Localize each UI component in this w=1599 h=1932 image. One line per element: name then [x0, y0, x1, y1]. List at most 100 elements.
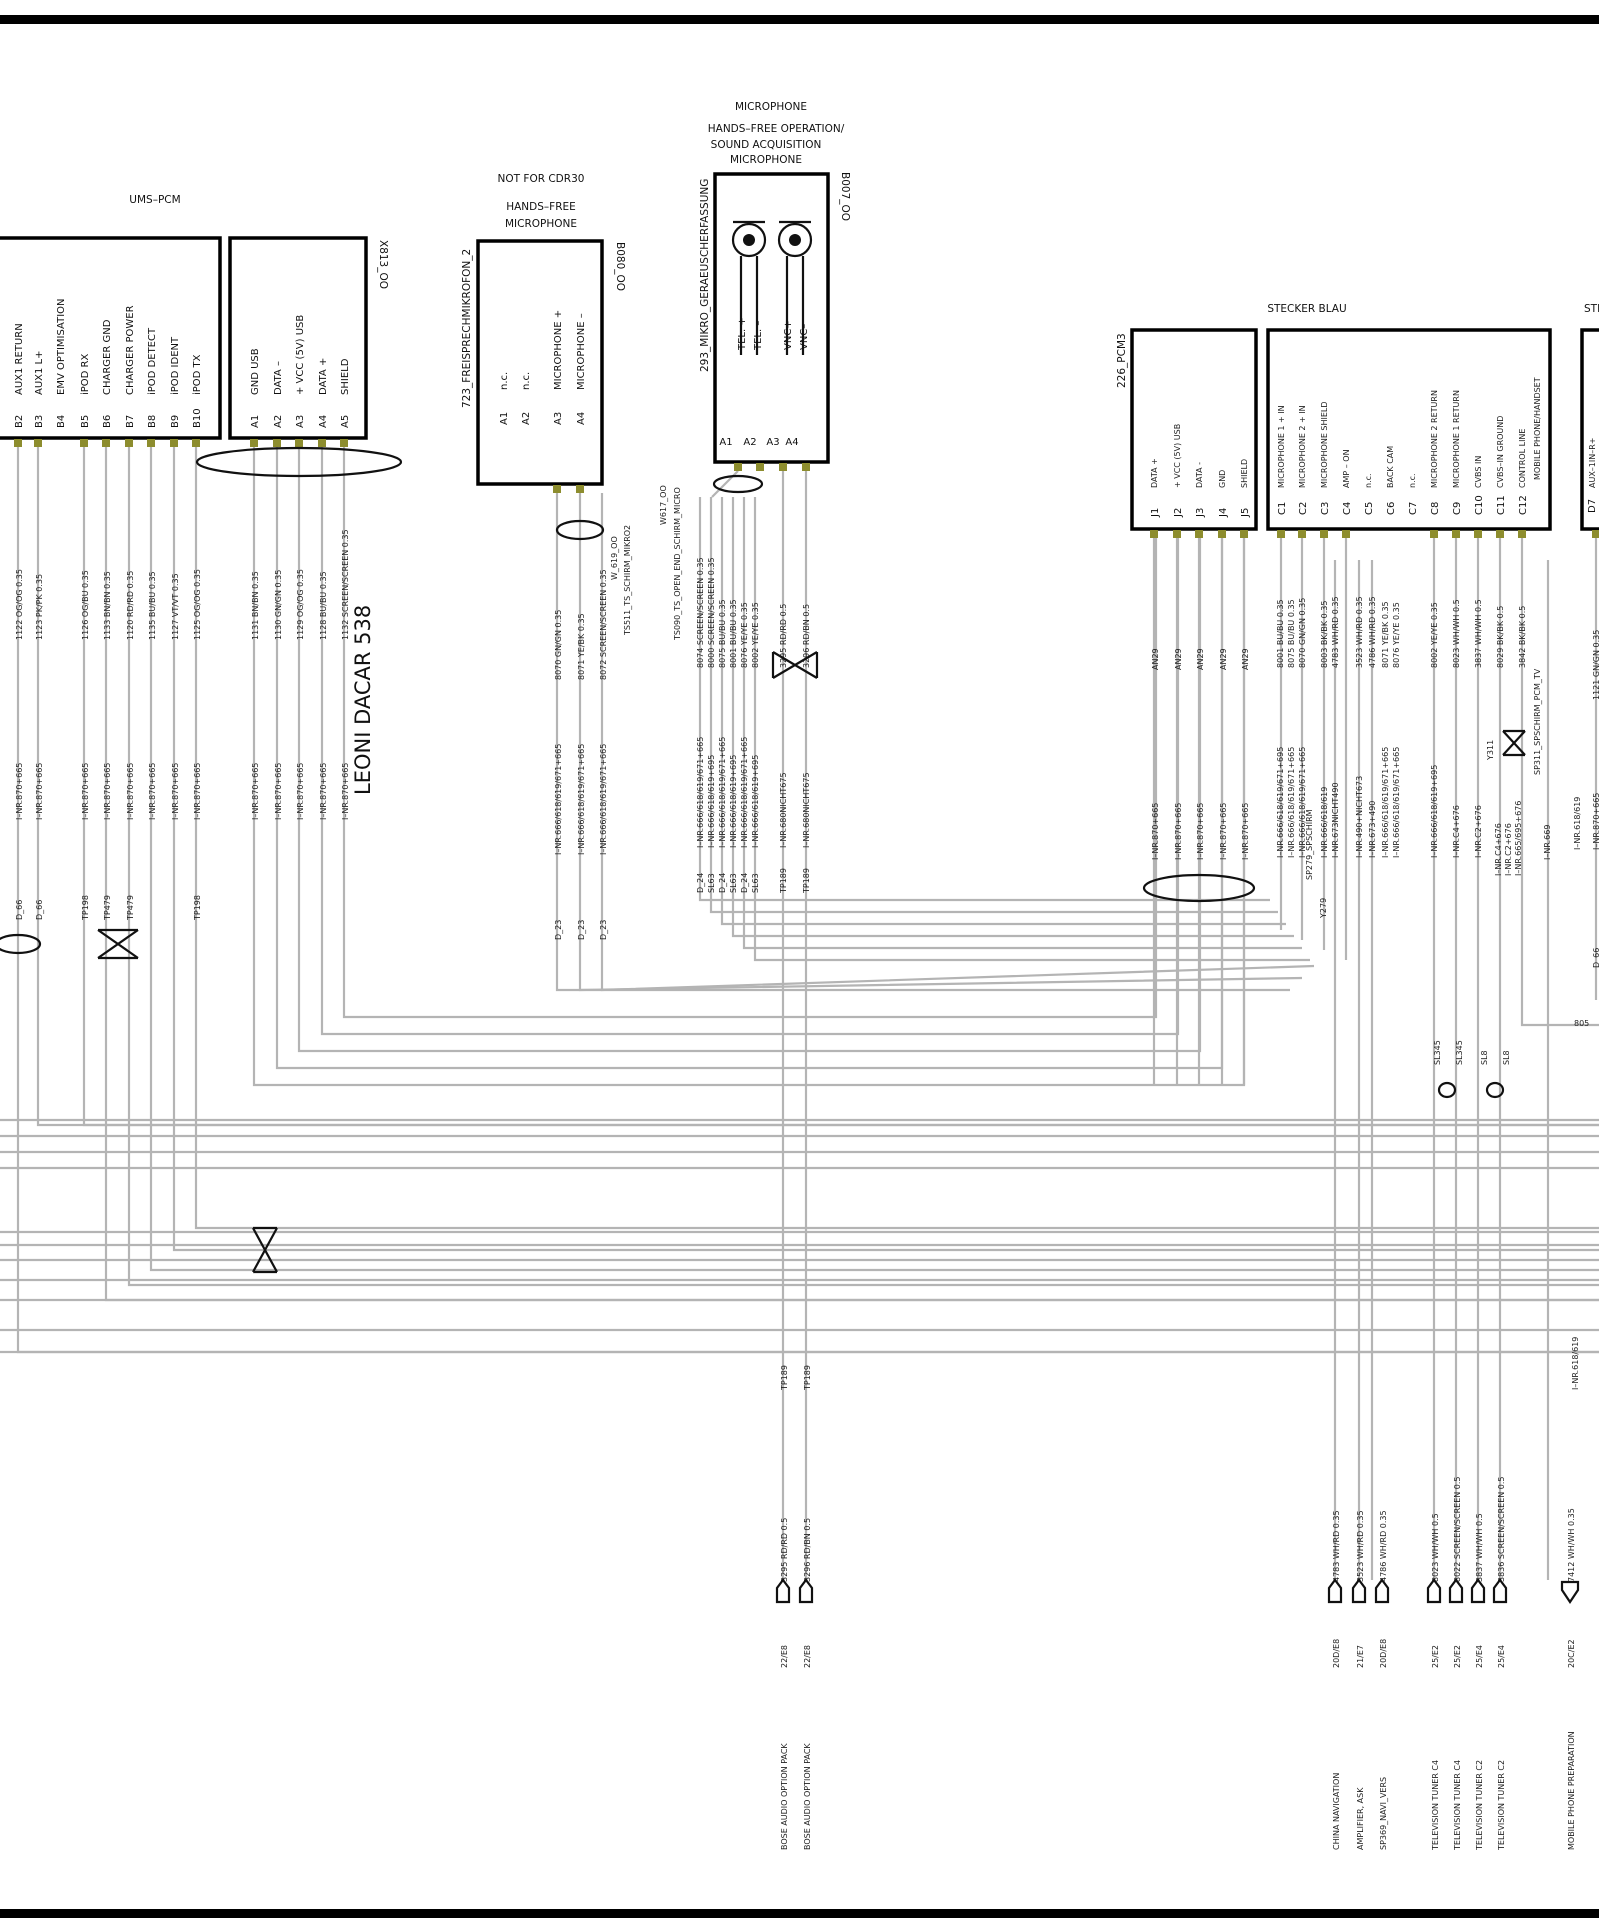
ums-right-pin-id: A2 [273, 415, 284, 428]
tp479-twist-icon [97, 928, 139, 960]
symbol-layer [0, 439, 1599, 1604]
pcm3-wire-code: AN29 [1219, 648, 1228, 670]
mic-trunk-wire [742, 497, 1302, 950]
ums-usb-wire [342, 447, 1158, 1019]
plug-connector-icon [1426, 1578, 1442, 1604]
ums-left-wire-nr: I–NR.870+665 [148, 763, 157, 820]
edge-title: STE [1584, 303, 1599, 315]
hfm-pin-id: A1 [499, 412, 510, 425]
pcm3-wire-code: AN29 [1241, 648, 1250, 670]
pcm3-pin-id: J3 [1195, 508, 1206, 518]
blau-pin-id: C9 [1452, 502, 1463, 515]
hfm-wire-code: 8071 YE/BK 0.35 [577, 613, 586, 680]
mic-wire-code: 8002 YE/YE 0.35 [751, 602, 760, 668]
ums-right-pin-label: DATA + [318, 358, 329, 395]
ums-left-pin-label: AUX1 RETURN [14, 323, 25, 395]
mic-pin-label: VNC+ [783, 320, 794, 350]
mic-trunk-wire [709, 497, 1278, 914]
blau-wire-nr: I–NR.666/618/619/671+665 [1287, 747, 1296, 858]
ums-left-terminal [14, 439, 22, 447]
mic-wire-tag: D_24 [718, 873, 727, 893]
ums-left-wire-tag: TP198 [193, 895, 202, 921]
top-border [0, 15, 1599, 24]
ums-right-terminal [250, 439, 258, 447]
ums-left-terminal [34, 439, 42, 447]
ums-left-pin-label: EMV OPTIMISATION [56, 298, 67, 395]
mic-wire-code: 3295 RD/RD 0.5 [779, 604, 788, 668]
edge-wire-cut: 805 [1574, 1019, 1589, 1028]
mic-box [713, 172, 830, 464]
ums-right-pin-id: A1 [250, 415, 261, 428]
blau-wire-code: 8071 YE/BK 0.35 [1381, 601, 1390, 668]
mic-wire-nr: I–NR.666/618/619+695 [707, 755, 716, 848]
ums-left-wire [172, 447, 1599, 1252]
harness-label: LEONI DACAR 538 [351, 605, 375, 795]
sl8-splice-icon [1485, 1081, 1505, 1099]
ums-right-pin-id: A5 [340, 415, 351, 428]
blau-pin-label: MICROPHONE 1 + IN [1277, 405, 1286, 488]
hfm-wire-code: 8072 SCREEN/SCREEN 0.35 [599, 569, 608, 680]
mic-twist-icon [771, 651, 819, 679]
ums-left-wire-tag: TP479 [103, 895, 112, 921]
ums-left-wire [127, 447, 1599, 1287]
ums-left-wire-nr: I–NR.870+665 [171, 763, 180, 820]
blau-pin-label: MICROPHONE 2 + IN [1298, 405, 1307, 488]
pcm3-terminal [1240, 530, 1248, 538]
mic-pin-id: A2 [743, 437, 756, 448]
hfm-pin-label: MICROPHONE – [576, 313, 587, 390]
hfm-pin-id: A2 [521, 412, 532, 425]
hfm-splice-tag: TS511_TS_SCHIRM_MIKRO2 [623, 525, 632, 636]
pcm3-wire-nr: I–NR.870+665 [1219, 803, 1228, 860]
hfm-pin-label: MICROPHONE + [553, 310, 564, 390]
ums-shield-splice-icon [195, 446, 403, 478]
mic-connector: 293_MIKRO_GERAEUSCHERFASSUNG [699, 179, 711, 372]
ums-left-pin-id: B9 [170, 415, 181, 428]
edge-wire-nr2: I–NR.870+665 [1592, 793, 1599, 850]
mic-pin-id: A1 [719, 437, 732, 448]
out-ref: 21/E7 [1356, 1645, 1365, 1668]
pcm3-pin-label: GND [1218, 470, 1227, 488]
blau-c12-wire [1520, 538, 1599, 1027]
ums-left-wire-tag: TP479 [126, 895, 135, 921]
ums-right-id: X813_OO [377, 240, 389, 289]
plug-connector-icon [1470, 1578, 1486, 1604]
ums-left-terminal [80, 439, 88, 447]
blau-terminal [1496, 530, 1504, 538]
mic-shield-splice-icon [712, 474, 764, 494]
blau-terminal [1452, 530, 1460, 538]
blau-wire-nr: I–NR.666/618/619/671+665 [1298, 747, 1307, 858]
out-ref: 22/E8 [803, 1645, 812, 1668]
edge-terminal [1592, 530, 1599, 538]
ums-left-pin-label: CHARGER POWER [125, 305, 136, 395]
out-wire-code: 3836 SCREEN/SCREEN 0.5 [1497, 1477, 1506, 1583]
wire-layer [0, 447, 1599, 1580]
blau-wire-nr: I–NR.666/618/619/671+665 [1392, 747, 1401, 858]
nr-669-label: I–NR.669 [1543, 825, 1552, 860]
blau-terminal [1298, 530, 1306, 538]
module-edge: STE D7 AUX–1IN–R+ [1580, 303, 1599, 531]
blau-pin-label: BACK CAM [1386, 446, 1395, 488]
ums-left-wire-code: 1123 PK/PK 0.35 [35, 574, 44, 640]
hfm-wire-nr: I–NR.666/618/619/671+665 [577, 744, 586, 855]
ums-right-pin-id: A3 [295, 415, 306, 428]
ums-left-wire-code: 1120 RD/RD 0.35 [126, 571, 135, 640]
mic-shield-branch [711, 470, 739, 498]
ums-left-wire-code: 1135 BU/BU 0.35 [148, 571, 157, 640]
mic-terminal [756, 463, 764, 471]
pcm3-wire-nr: I–NR.870+665 [1151, 803, 1160, 860]
ums-left-wire-code: 1125 OG/OG 0.35 [193, 569, 202, 640]
blau-wire-code: 4786 WH/RD 0.35 [1368, 596, 1377, 668]
y311-cross-icon [1502, 729, 1526, 757]
out-wire-tag: TP189 [803, 1365, 812, 1391]
blau-pin-label: n.c. [1364, 473, 1373, 488]
out-destination: TELEVISION TUNER C4 [1431, 1760, 1440, 1851]
blau-pin-label: MICROPHONE 2 RETURN [1430, 390, 1439, 488]
blau-box [1266, 328, 1552, 531]
blau-wire-nr: I–NR.C2+676 [1474, 805, 1483, 858]
blau-wire-code: 8075 BU/BU 0.35 [1287, 599, 1296, 668]
mic-title: MICROPHONE [735, 101, 807, 113]
